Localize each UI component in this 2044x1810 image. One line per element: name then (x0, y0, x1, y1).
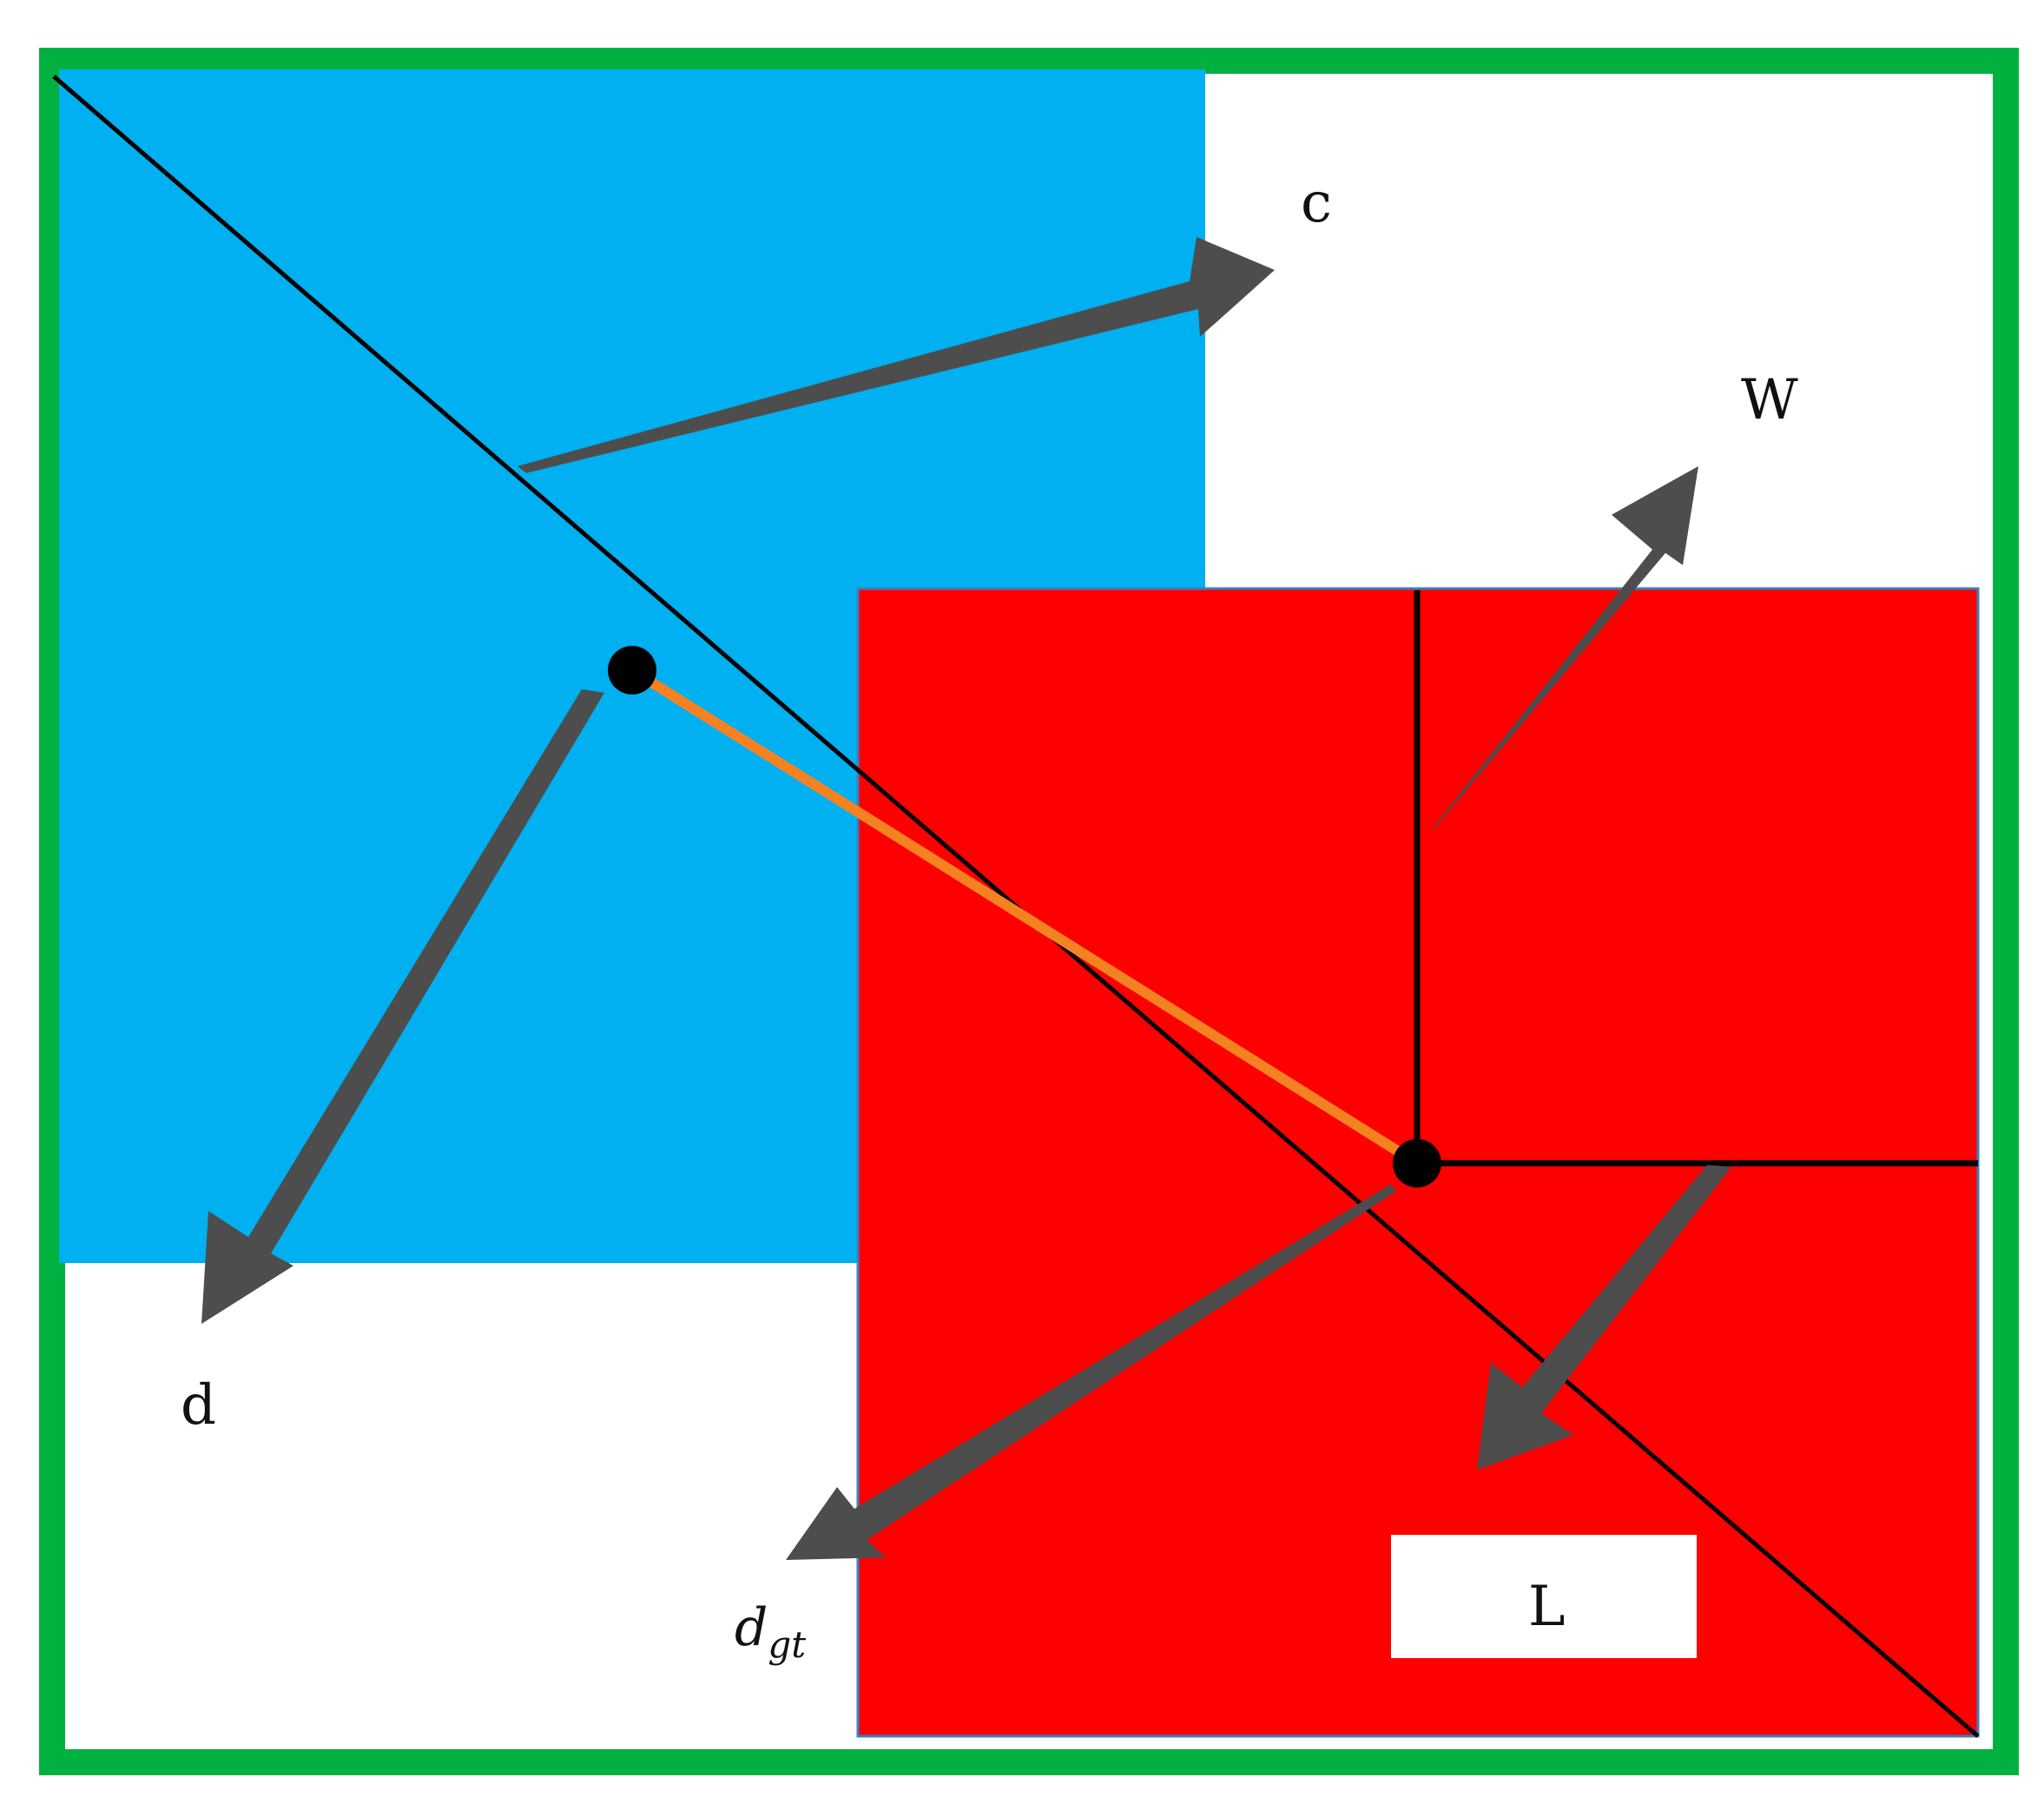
dgt-label-subscript: gt (768, 1623, 806, 1666)
w-pointer-arrow (1432, 466, 1698, 829)
l-pointer-arrow (1477, 1165, 1731, 1470)
l-label-box (1391, 1535, 1697, 1658)
gt-center-point (1393, 1139, 1441, 1188)
w-label: W (1741, 368, 1798, 432)
dgt-pointer-arrow (786, 1184, 1396, 1560)
c-pointer-arrow (518, 237, 1275, 473)
c-label: c (1301, 171, 1332, 235)
center-distance-line (629, 665, 1421, 1168)
predicted-center-point (608, 646, 656, 694)
l-label: L (1528, 1575, 1566, 1639)
dgt-label: dgt (735, 1597, 806, 1666)
dgt-label-main: d (735, 1597, 768, 1658)
d-label: d (181, 1373, 216, 1438)
d-pointer-arrow (201, 689, 604, 1324)
